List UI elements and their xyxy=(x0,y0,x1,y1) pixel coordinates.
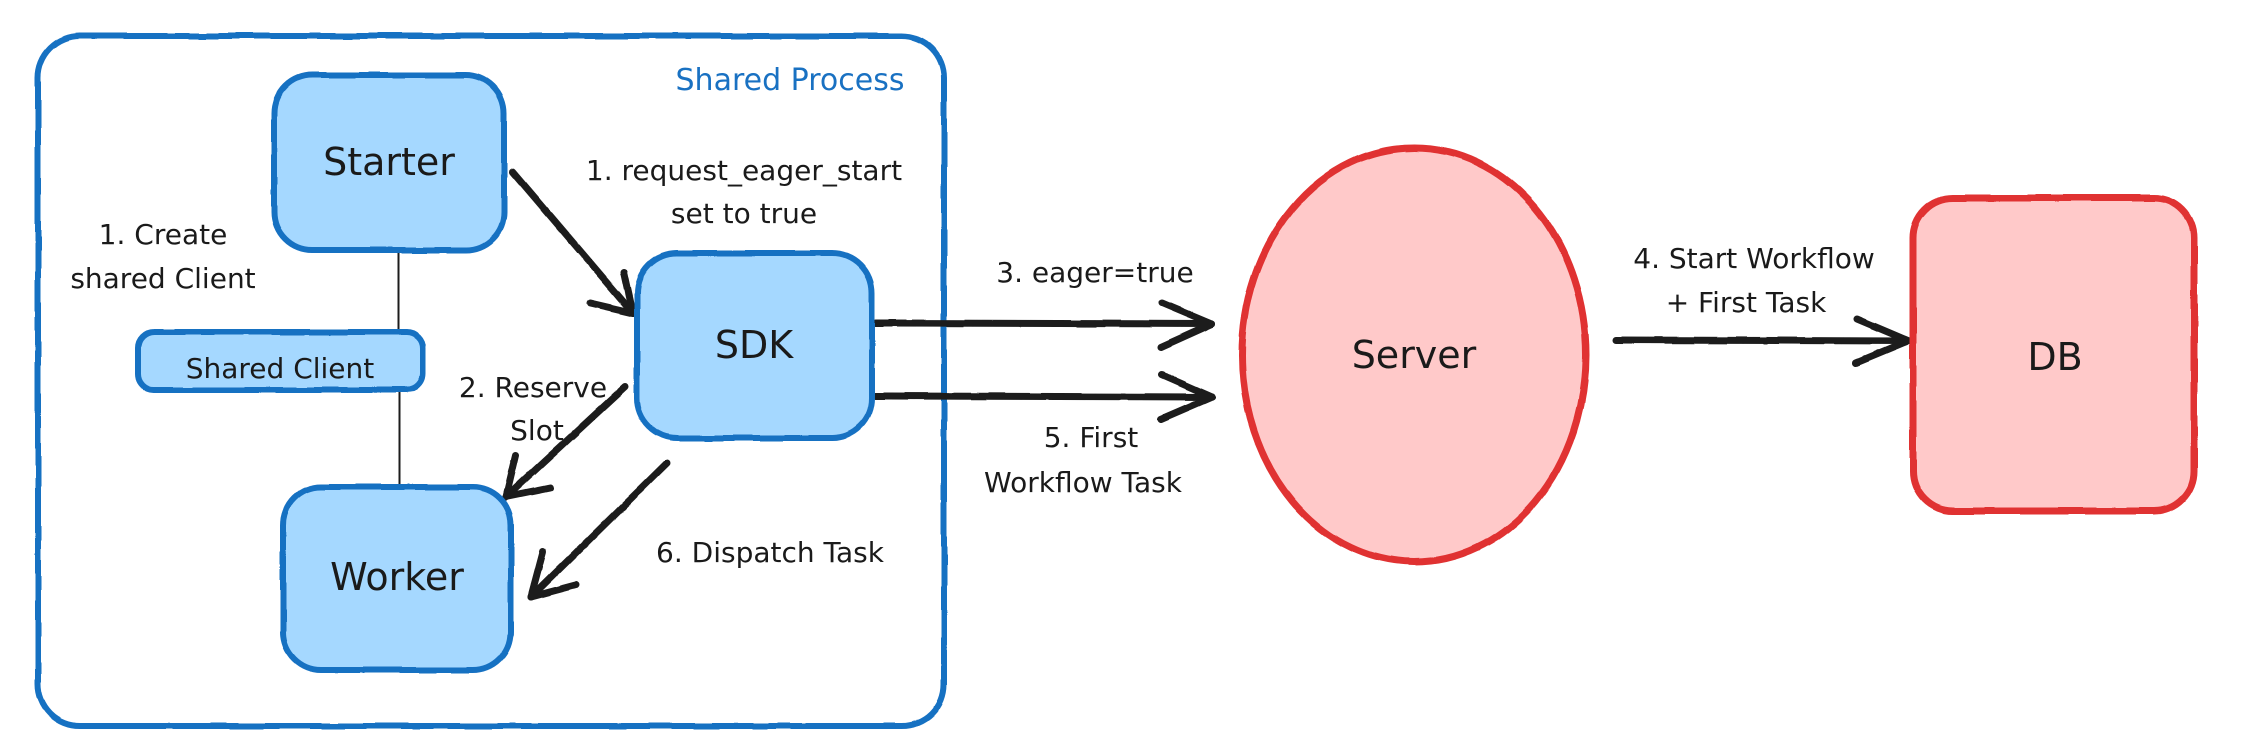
edge-label-first-workflow-task-line2: Workflow Task xyxy=(984,466,1183,499)
edge-reserve-slot-line xyxy=(502,383,629,501)
edge-label-first-workflow-task: 5. First Workflow Task xyxy=(984,421,1183,499)
edge-label-create-shared-client: 1. Create shared Client xyxy=(70,218,255,295)
edge-label-start-workflow: 4. Start Workflow + First Task xyxy=(1633,242,1875,319)
edge-request-eager-start-head-a xyxy=(586,299,637,317)
edge-label-dispatch-task-line1: 6. Dispatch Task xyxy=(656,536,885,569)
node-starter[interactable]: Starter xyxy=(271,72,507,253)
edge-eager-true-line xyxy=(872,319,1216,328)
edge-dispatch-task xyxy=(527,459,671,601)
edge-start-workflow-line xyxy=(1612,336,1913,345)
node-worker-shape[interactable] xyxy=(280,484,514,673)
edge-eager-true xyxy=(872,299,1216,351)
node-db-label: DB xyxy=(2027,335,2082,379)
edge-start-workflow xyxy=(1612,315,1913,367)
edge-first-workflow-task-head-b xyxy=(1157,393,1216,423)
node-sdk[interactable]: SDK xyxy=(634,250,875,441)
edge-start-workflow-head-b xyxy=(1852,337,1913,367)
edge-label-request-eager-start-line1: 1. request_eager_start xyxy=(586,154,902,187)
edge-request-eager-start-head-b xyxy=(620,268,637,317)
edge-label-reserve-slot-line2: Slot xyxy=(510,414,564,447)
node-starter-label: Starter xyxy=(323,140,455,184)
edge-eager-true-head-b xyxy=(1157,320,1216,351)
node-starter-shape[interactable] xyxy=(271,72,507,253)
node-server-shape[interactable] xyxy=(1238,144,1590,566)
edge-dispatch-task-head-a xyxy=(527,581,580,601)
shared-process-container xyxy=(35,33,947,729)
edge-reserve-slot-head-a xyxy=(502,484,554,501)
edge-eager-true-head-a xyxy=(1158,299,1216,328)
shared-process-border xyxy=(35,33,947,729)
edge-label-reserve-slot: 2. Reserve Slot xyxy=(459,371,607,447)
edge-label-create-shared-client-line1: 1. Create xyxy=(99,218,228,251)
shared-process-label: Shared Process xyxy=(676,63,905,98)
edge-label-dispatch-task: 6. Dispatch Task xyxy=(656,536,885,569)
node-sdk-shape[interactable] xyxy=(634,250,875,441)
edge-first-workflow-task-line xyxy=(872,392,1216,401)
node-shared-client-label: Shared Client xyxy=(186,352,375,385)
edge-dispatch-task-head-b xyxy=(527,548,547,601)
node-db[interactable]: DB xyxy=(1909,194,2198,515)
node-server[interactable]: Server xyxy=(1238,144,1590,566)
node-worker[interactable]: Worker xyxy=(280,484,514,673)
edge-label-start-workflow-line2: + First Task xyxy=(1666,286,1827,319)
edge-request-eager-start-line xyxy=(509,168,637,317)
edge-reserve-slot-head-b xyxy=(502,451,520,501)
node-shared-client-shape[interactable] xyxy=(135,329,426,393)
edge-create-shared-client-line-bottom xyxy=(396,385,403,493)
edge-label-request-eager-start-line2: set to true xyxy=(671,197,817,230)
edge-label-reserve-slot-line1: 2. Reserve xyxy=(459,371,607,404)
edge-request-eager-start xyxy=(509,168,637,317)
edge-first-workflow-task-head-a xyxy=(1158,371,1216,401)
edge-label-create-shared-client-line2: shared Client xyxy=(70,262,255,295)
edge-reserve-slot xyxy=(502,383,629,501)
node-db-shape[interactable] xyxy=(1909,194,2198,515)
edge-label-eager-true-line1: 3. eager=true xyxy=(996,256,1193,289)
edge-label-eager-true: 3. eager=true xyxy=(996,256,1193,289)
node-worker-label: Worker xyxy=(330,555,464,599)
node-shared-client[interactable]: Shared Client xyxy=(135,329,426,393)
node-sdk-label: SDK xyxy=(715,323,794,367)
node-server-label: Server xyxy=(1352,333,1477,377)
edge-first-workflow-task xyxy=(872,371,1216,423)
edge-dispatch-task-line xyxy=(527,459,671,601)
edge-label-first-workflow-task-line1: 5. First xyxy=(1044,421,1139,454)
edge-label-request-eager-start: 1. request_eager_start set to true xyxy=(586,154,902,230)
edge-label-start-workflow-line1: 4. Start Workflow xyxy=(1633,242,1875,275)
edge-start-workflow-head-a xyxy=(1853,315,1913,345)
